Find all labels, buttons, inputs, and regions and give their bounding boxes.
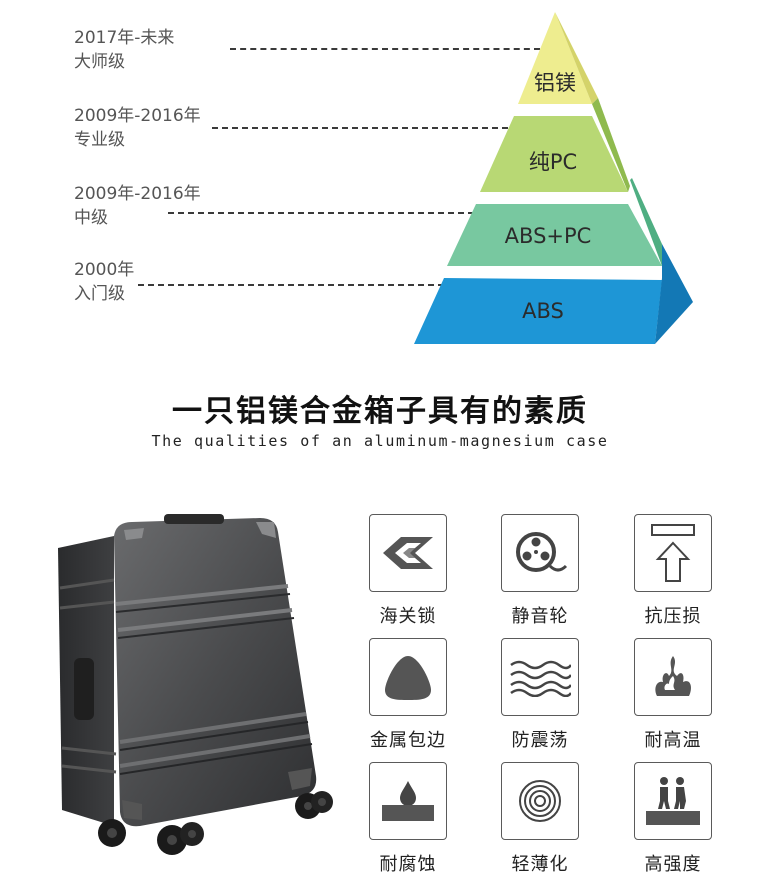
- section-heading: 一只铝镁合金箱子具有的素质 The qualities of an alumin…: [0, 386, 760, 450]
- connector-line-2: [212, 127, 508, 129]
- customs-lock-icon: [383, 537, 433, 569]
- tier-label-4: 2000年 入门级: [74, 258, 134, 306]
- feature-shockproof: 防震荡: [485, 638, 595, 752]
- shockproof-icon: [510, 660, 571, 697]
- heat-resistant-icon: [655, 656, 691, 696]
- connector-line-1: [230, 48, 540, 50]
- feature-corrosion-resistant: 耐腐蚀: [353, 762, 463, 876]
- feature-high-strength: 高强度: [618, 762, 728, 876]
- pressure-resistant-icon: [651, 524, 695, 582]
- connector-line-4: [138, 284, 444, 286]
- feature-label: 海关锁: [379, 606, 437, 627]
- material-pyramid: [414, 12, 693, 344]
- tier-grade: 中级: [74, 208, 108, 228]
- pyramid-tier-3-front: [447, 204, 662, 266]
- tier-period: 2000年: [74, 260, 135, 280]
- tier-label-2: 2009年-2016年 专业级: [74, 104, 201, 152]
- heading-subtitle: The qualities of an aluminum-magnesium c…: [151, 432, 609, 450]
- high-strength-icon: [646, 777, 700, 825]
- connector-line-3: [168, 212, 474, 214]
- feature-label: 静音轮: [511, 606, 569, 627]
- tier-label-3: 2009年-2016年 中级: [74, 182, 201, 230]
- pyramid-tier-4-side: [655, 244, 693, 344]
- feature-label: 金属包边: [370, 730, 446, 751]
- feature-label: 高强度: [644, 854, 702, 875]
- feature-label: 防震荡: [511, 730, 569, 751]
- heading-title: 一只铝镁合金箱子具有的素质: [172, 394, 588, 429]
- feature-silent-wheel: 静音轮: [485, 514, 595, 628]
- suitcase-image: [58, 514, 333, 855]
- feature-label: 轻薄化: [511, 854, 569, 875]
- pyramid-tier-1-front: [518, 12, 592, 104]
- pyramid-tier-4-front: [414, 278, 662, 344]
- feature-metal-edge: 金属包边: [353, 638, 463, 752]
- pyramid-label-2: 纯PC: [528, 150, 578, 174]
- pyramid-tier-3-side: [630, 178, 662, 266]
- feature-pressure-resistant: 抗压损: [618, 514, 728, 628]
- tier-label-1: 2017年-未来 大师级: [74, 26, 174, 74]
- tier-period: 2009年-2016年: [74, 106, 201, 126]
- corrosion-resistant-icon: [382, 781, 434, 821]
- feature-customs-lock: 海关锁: [353, 514, 463, 628]
- silent-wheel-icon: [516, 532, 568, 572]
- feature-heat-resistant: 耐高温: [618, 638, 728, 752]
- feature-label: 耐高温: [644, 730, 702, 751]
- pyramid-label-1: 铝镁: [534, 71, 576, 95]
- pyramid-tier-1-side: [555, 12, 598, 104]
- pyramid-tier-2-side: [592, 98, 630, 192]
- pyramid-tier-2-front: [480, 116, 628, 192]
- metal-edge-icon: [385, 656, 431, 700]
- feature-lightweight: 轻薄化: [485, 762, 595, 876]
- tier-grade: 专业级: [74, 130, 125, 150]
- tier-period: 2017年-未来: [74, 28, 175, 48]
- lightweight-icon: [519, 780, 561, 822]
- pyramid-label-3: ABS+PC: [504, 224, 592, 248]
- feature-label: 抗压损: [644, 606, 702, 627]
- tier-grade: 大师级: [74, 52, 125, 72]
- feature-label: 耐腐蚀: [379, 854, 437, 875]
- tier-grade: 入门级: [74, 284, 125, 304]
- tier-period: 2009年-2016年: [74, 184, 201, 204]
- pyramid-label-4: ABS: [522, 299, 564, 323]
